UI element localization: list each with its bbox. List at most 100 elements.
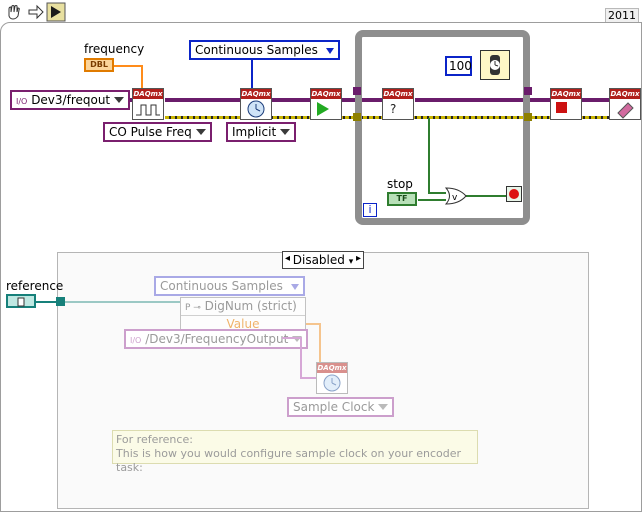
stop-condition-icon bbox=[509, 189, 519, 199]
ghost-numeric-wire bbox=[319, 323, 321, 363]
ghost-channel-ring: I/O /Dev3/FrequencyOutput bbox=[124, 329, 309, 349]
note-line: For reference: bbox=[116, 433, 193, 446]
chevron-down-icon bbox=[292, 336, 303, 342]
vi-header: DAQmx bbox=[551, 89, 581, 99]
chevron-left-icon[interactable]: ◂ bbox=[285, 253, 291, 264]
ghost-task-wire bbox=[300, 377, 316, 379]
toolbar: 2011 bbox=[0, 0, 643, 26]
chevron-down-icon bbox=[280, 129, 291, 135]
clock-icon bbox=[247, 100, 265, 118]
timing-type-ring[interactable]: Implicit bbox=[226, 122, 297, 142]
property-value: Value bbox=[226, 317, 260, 331]
timing-type-text: Implicit bbox=[232, 125, 277, 139]
ghost-samples-mode-constant: Continuous Samples bbox=[154, 276, 305, 296]
chevron-down-icon bbox=[290, 283, 299, 290]
chevron-down-icon bbox=[114, 97, 125, 103]
vi-header: DAQmx bbox=[241, 89, 271, 99]
chevron-down-icon bbox=[195, 129, 206, 135]
property-class: P ⊸ DigNum (strict) bbox=[181, 298, 305, 316]
watch-icon bbox=[490, 55, 500, 75]
ghost-timing-vi: DAQmx bbox=[316, 362, 348, 394]
wait-icon[interactable] bbox=[480, 50, 510, 80]
ghost-sample-clock-text: Sample Clock bbox=[293, 400, 375, 414]
document-icon bbox=[17, 297, 25, 307]
clear-task-vi[interactable]: DAQmx bbox=[609, 88, 641, 120]
ghost-task-wire bbox=[282, 337, 302, 339]
start-icon bbox=[317, 102, 329, 116]
ghost-numeric-wire bbox=[306, 323, 320, 325]
while-loop[interactable] bbox=[355, 30, 530, 225]
loop-tunnel bbox=[353, 113, 361, 121]
question-icon: ? bbox=[390, 102, 396, 116]
reference-note: For reference: This is how you would con… bbox=[112, 430, 478, 474]
task-wire bbox=[272, 98, 310, 102]
version-label: 2011 bbox=[605, 8, 639, 24]
iteration-terminal: i bbox=[363, 203, 377, 217]
eraser-icon bbox=[617, 102, 634, 119]
is-task-done-vi[interactable]: DAQmx ? bbox=[382, 88, 414, 120]
vi-header: DAQmx bbox=[610, 89, 640, 99]
enum-wire bbox=[251, 56, 253, 90]
reference-wire bbox=[65, 301, 181, 303]
chevron-down-icon bbox=[325, 47, 334, 54]
start-task-vi[interactable]: DAQmx bbox=[310, 88, 342, 120]
frequency-control[interactable]: DBL bbox=[84, 58, 114, 72]
stop-label: stop bbox=[387, 177, 413, 191]
task-wire bbox=[342, 98, 382, 102]
channel-text: Dev3/freqout bbox=[31, 93, 111, 107]
or-gate-icon: v bbox=[444, 187, 467, 205]
chevron-down-icon: ▾ bbox=[348, 257, 354, 267]
boolean-wire bbox=[428, 118, 430, 193]
selector-text: Disabled bbox=[292, 253, 345, 267]
clock-icon bbox=[323, 374, 341, 392]
task-wire bbox=[582, 98, 610, 102]
numeric-wire bbox=[113, 65, 143, 67]
loop-condition[interactable] bbox=[506, 186, 522, 202]
ghost-sample-clock-ring: Sample Clock bbox=[287, 397, 395, 417]
pulse-icon bbox=[136, 104, 160, 116]
boolean-wire bbox=[428, 192, 446, 194]
chevron-right-icon[interactable]: ▸ bbox=[355, 253, 361, 264]
channel-ring[interactable]: I/O Dev3/freqout bbox=[10, 90, 131, 110]
io-icon: I/O bbox=[130, 336, 142, 345]
loop-tunnel bbox=[353, 87, 361, 95]
stop-icon bbox=[556, 102, 567, 113]
reference-wire bbox=[36, 301, 56, 303]
ghost-channel-text: /Dev3/FrequencyOutput bbox=[145, 332, 289, 346]
stop-control[interactable]: TF bbox=[387, 192, 417, 206]
chevron-down-icon bbox=[378, 404, 389, 410]
arrow-icon[interactable] bbox=[26, 2, 46, 22]
samples-mode-text: Continuous Samples bbox=[195, 43, 318, 57]
play-icon[interactable] bbox=[46, 2, 66, 22]
ghost-task-wire bbox=[300, 337, 302, 379]
vi-header: DAQmx bbox=[133, 89, 163, 99]
ghost-samples-text: Continuous Samples bbox=[160, 279, 283, 293]
co-type-text: CO Pulse Freq bbox=[109, 125, 192, 139]
note-line: This is how you would configure sample c… bbox=[116, 447, 462, 474]
boolean-wire bbox=[466, 195, 506, 197]
task-wire bbox=[165, 98, 240, 102]
property-node: P ⊸ DigNum (strict) Value bbox=[180, 297, 306, 333]
stop-task-vi[interactable]: DAQmx bbox=[550, 88, 582, 120]
io-icon: I/O bbox=[16, 97, 28, 106]
create-channel-vi[interactable]: DAQmx bbox=[132, 88, 164, 120]
svg-text:?: ? bbox=[390, 102, 396, 116]
co-type-ring[interactable]: CO Pulse Freq bbox=[103, 122, 212, 142]
vi-header: DAQmx bbox=[383, 89, 413, 99]
task-wire bbox=[415, 98, 550, 102]
wait-ms-constant[interactable]: 100 bbox=[445, 56, 472, 76]
samples-mode-constant[interactable]: Continuous Samples bbox=[189, 40, 340, 60]
numeric-wire bbox=[141, 65, 143, 90]
vi-header: DAQmx bbox=[311, 89, 341, 99]
diagram-disable-selector[interactable]: ◂ Disabled ▾ ▸ bbox=[282, 251, 364, 269]
svg-text:v: v bbox=[452, 193, 458, 203]
reference-control[interactable] bbox=[6, 294, 36, 308]
hand-icon[interactable] bbox=[4, 2, 24, 22]
reference-label: reference bbox=[6, 279, 64, 293]
vi-header: DAQmx bbox=[317, 363, 347, 373]
boolean-wire bbox=[418, 199, 446, 201]
reference-icon: P ⊸ bbox=[185, 303, 201, 313]
loop-tunnel bbox=[524, 87, 532, 95]
or-gate[interactable]: v bbox=[444, 187, 467, 205]
timing-vi[interactable]: DAQmx bbox=[240, 88, 272, 120]
